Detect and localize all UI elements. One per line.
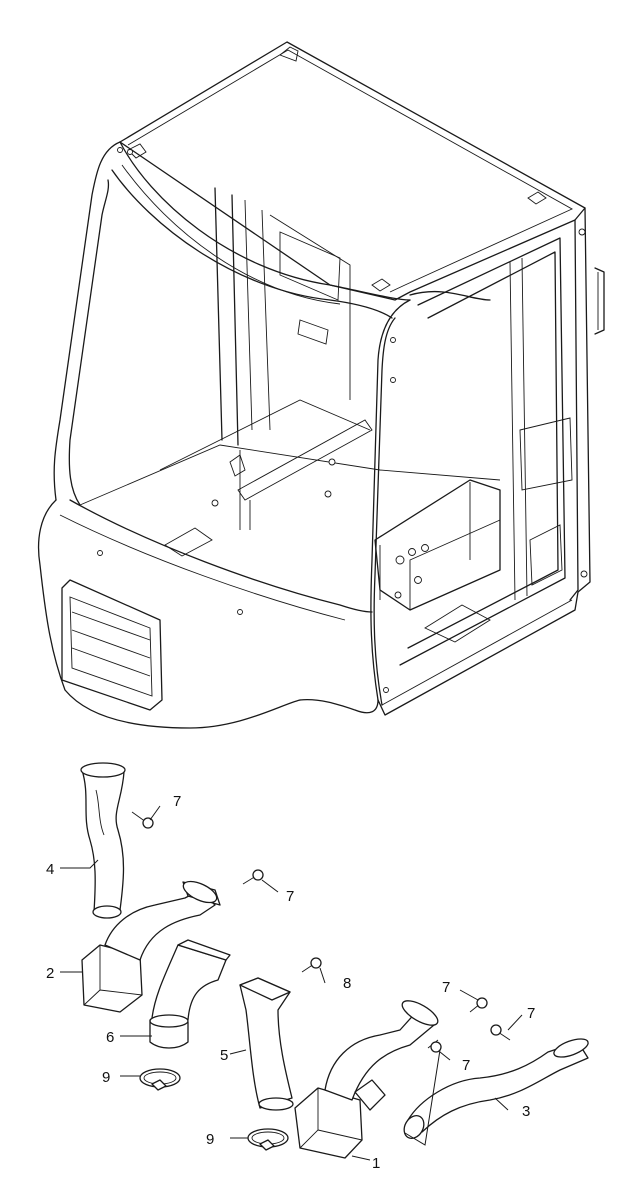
screw-7b xyxy=(242,869,264,885)
callout-7a: 7 xyxy=(173,793,181,810)
callout-8: 8 xyxy=(343,975,351,992)
callout-9b: 9 xyxy=(206,1131,214,1148)
callout-2: 2 xyxy=(46,965,54,982)
leader-lines xyxy=(60,805,523,1161)
duct-part-6 xyxy=(149,939,231,1049)
callout-7b: 7 xyxy=(286,888,294,905)
hose-clamp-9b xyxy=(247,1128,289,1151)
screw-7e xyxy=(427,1039,442,1053)
callout-3: 3 xyxy=(522,1103,530,1120)
duct-part-3 xyxy=(403,1038,589,1139)
duct-part-5 xyxy=(239,977,294,1111)
callout-7c: 7 xyxy=(442,979,450,996)
callout-4: 4 xyxy=(46,861,54,878)
hose-clamp-9a xyxy=(139,1068,181,1091)
duct-part-4 xyxy=(80,762,126,919)
duct-part-2 xyxy=(81,880,221,1013)
screw-7a xyxy=(131,811,154,829)
duct-part-1 xyxy=(294,1000,439,1159)
callout-5: 5 xyxy=(220,1047,228,1064)
callout-7d: 7 xyxy=(527,1005,535,1022)
callout-9a: 9 xyxy=(102,1069,110,1086)
screw-7c xyxy=(469,997,488,1013)
callout-1: 1 xyxy=(372,1155,380,1172)
screw-7d xyxy=(490,1024,511,1041)
callout-6: 6 xyxy=(106,1029,114,1046)
cab-frame xyxy=(37,41,605,729)
callout-7e: 7 xyxy=(462,1057,470,1074)
screw-8 xyxy=(301,957,322,973)
callout-labels: 7 4 7 2 8 7 7 6 5 9 3 9 7 1 xyxy=(46,793,535,1172)
